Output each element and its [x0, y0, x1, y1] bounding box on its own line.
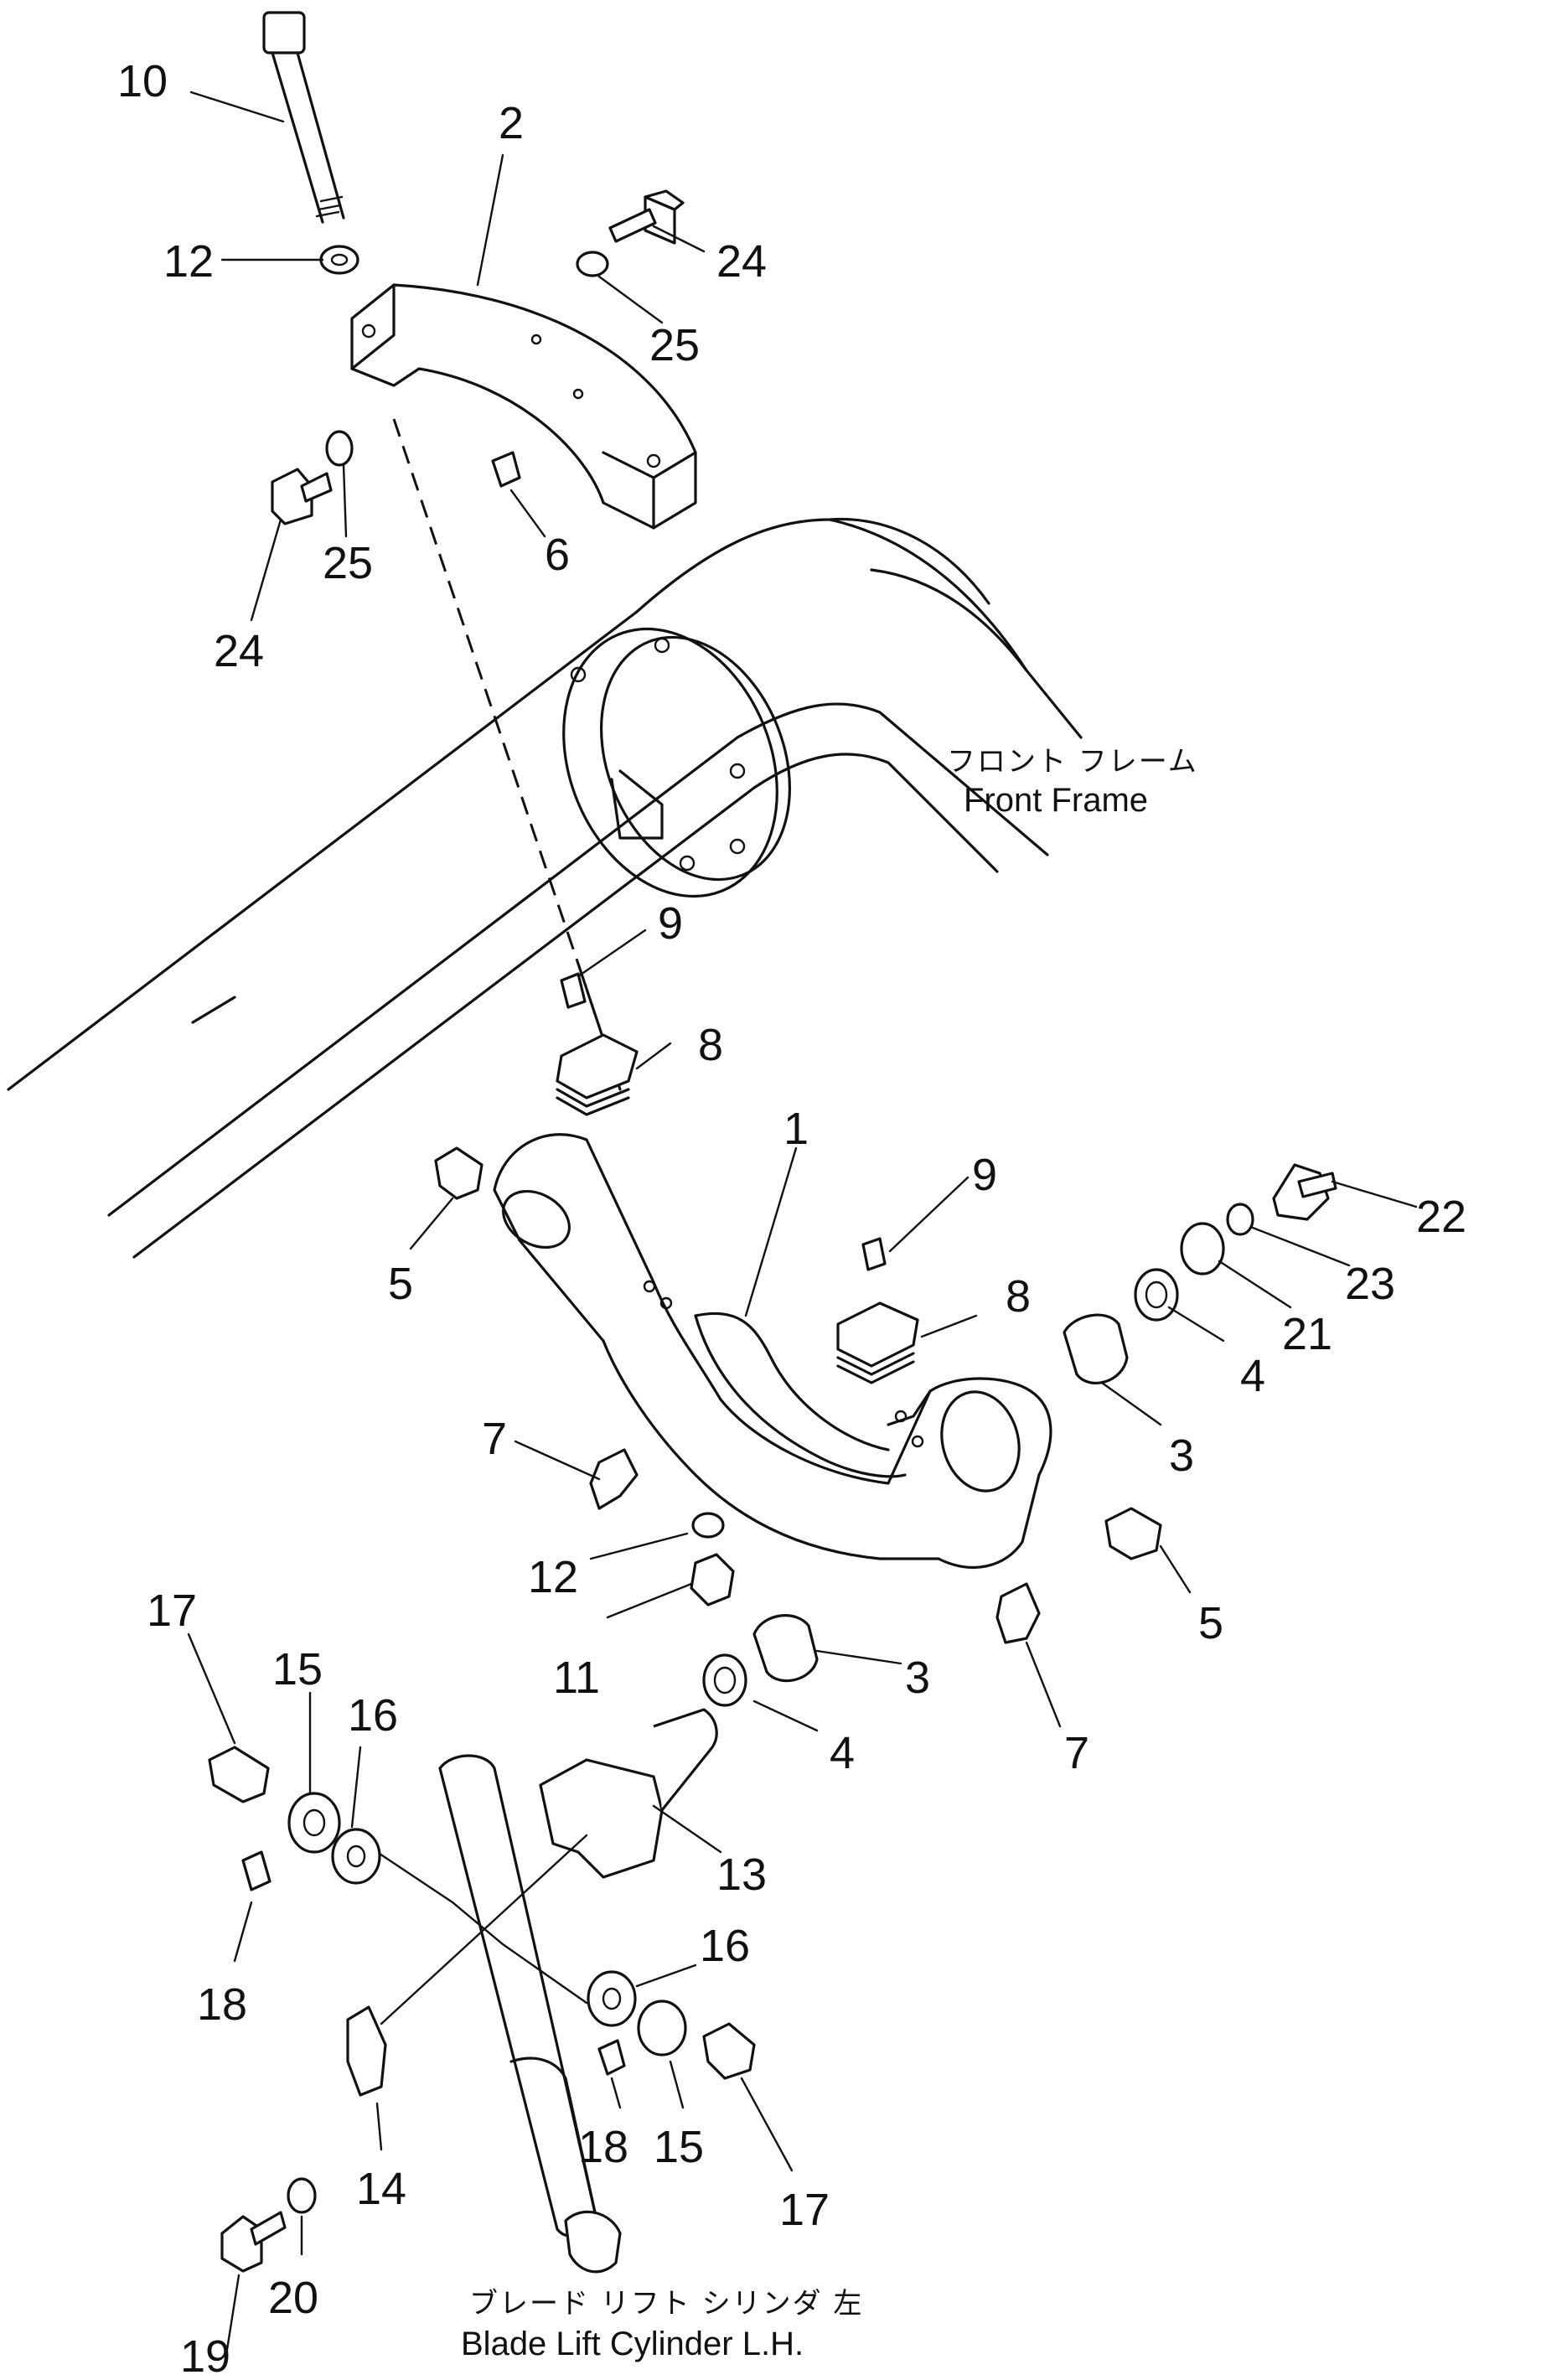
grease-fitting-part-5-right [1104, 1507, 1162, 1560]
callout-24: 24 [214, 626, 264, 676]
callout-7: 7 [1064, 1728, 1089, 1778]
callout-20: 20 [268, 2273, 318, 2323]
callout-7: 7 [482, 1414, 507, 1464]
callout-15: 15 [272, 1644, 323, 1694]
bearing-part-15-left [287, 1792, 341, 1854]
bearing-part-4-lower [702, 1653, 747, 1707]
callout-9: 9 [972, 1150, 997, 1200]
pin-part-9-upper [560, 972, 587, 1009]
nut-part-11 [690, 1553, 735, 1606]
bolt-part-19 [220, 2211, 287, 2273]
callout-24: 24 [716, 236, 767, 287]
callout-12: 12 [528, 1552, 578, 1602]
callout-22: 22 [1416, 1192, 1466, 1242]
cylinder-label-jp: ブレード リフト シリンダ 左 [469, 2287, 863, 2320]
cylinder-rod [438, 1754, 622, 2274]
bushing-part-3-right [1063, 1313, 1129, 1384]
callout-8: 8 [698, 1020, 723, 1070]
grease-fitting-part-7-left [589, 1448, 639, 1510]
callout-17: 17 [147, 1586, 197, 1636]
callout-3: 3 [1169, 1431, 1194, 1481]
bearing-part-16-left [331, 1828, 381, 1885]
pin-part-18-left [241, 1850, 271, 1891]
front-frame-label-jp: フロント フレーム [947, 745, 1198, 779]
callout-3: 3 [905, 1653, 930, 1703]
pin-part-18-right [597, 2039, 626, 2076]
cylinder-label: Blade Lift Cylinder L.H. [461, 2326, 804, 2362]
bolt-part-22 [1272, 1163, 1337, 1221]
pin-part-6 [491, 451, 521, 488]
front-frame [7, 517, 1083, 1259]
washer-part-25-top [576, 251, 609, 277]
callout-9: 9 [658, 898, 683, 949]
grease-fitting-part-17-left [208, 1746, 270, 1803]
callout-21: 21 [1282, 1309, 1332, 1359]
callout-23: 23 [1345, 1259, 1395, 1309]
callout-6: 6 [545, 530, 570, 580]
shim-part-8-upper [556, 1033, 639, 1116]
washer-part-20 [287, 2177, 317, 2214]
callout-14: 14 [356, 2164, 406, 2214]
bearing-part-15-right [637, 2000, 687, 2057]
callout-25: 25 [649, 320, 700, 370]
callout-25: 25 [323, 538, 373, 588]
grease-fitting-part-5-left [434, 1146, 484, 1200]
callouts: 10 2 12 24 25 25 6 24 9 8 1 9 22 5 23 8 … [117, 56, 1466, 2380]
grease-fitting-part-17-right [702, 2022, 756, 2080]
grease-fitting-part-7-right [995, 1582, 1041, 1644]
washer-part-23 [1226, 1203, 1254, 1236]
callout-15: 15 [654, 2122, 704, 2172]
bolt-part-24-left [271, 468, 333, 525]
callout-5: 5 [388, 1259, 413, 1309]
washer-part-12-lower [691, 1512, 725, 1539]
yoke-part-13 [539, 1708, 718, 1879]
bushing-part-3-lower [752, 1614, 819, 1683]
bolt-part-24-top [608, 189, 685, 245]
callout-1: 1 [783, 1104, 809, 1154]
bearing-part-16-right [587, 1970, 637, 2027]
callout-4: 4 [1240, 1351, 1265, 1401]
callout-12: 12 [163, 236, 214, 287]
callout-16: 16 [348, 1690, 398, 1741]
cap-part-2 [350, 283, 697, 530]
leader-lines [187, 91, 1418, 2357]
bearing-part-4-right [1134, 1268, 1179, 1322]
callout-2: 2 [499, 98, 524, 148]
callout-8: 8 [1006, 1271, 1031, 1322]
callout-19: 19 [180, 2331, 230, 2380]
front-frame-label: Front Frame [964, 782, 1148, 819]
callout-5: 5 [1198, 1598, 1223, 1648]
callout-10: 10 [117, 56, 168, 106]
callout-4: 4 [830, 1728, 855, 1778]
callout-18: 18 [578, 2122, 628, 2172]
callout-17: 17 [779, 2185, 830, 2235]
arm-part-1 [493, 1133, 1052, 1569]
washer-part-21 [1180, 1222, 1225, 1275]
bolt-part-10 [262, 11, 345, 224]
callout-18: 18 [197, 1979, 247, 2030]
callout-11: 11 [553, 1653, 600, 1703]
clamp-part-14 [346, 2005, 387, 2097]
callout-16: 16 [700, 1921, 750, 1971]
washer-part-12-top [319, 245, 359, 275]
callout-13: 13 [716, 1850, 767, 1900]
assembly-line-1 [392, 418, 580, 965]
washer-part-25-left [325, 430, 354, 467]
shim-part-8-right [836, 1301, 919, 1384]
pin-part-9-right [861, 1237, 887, 1271]
